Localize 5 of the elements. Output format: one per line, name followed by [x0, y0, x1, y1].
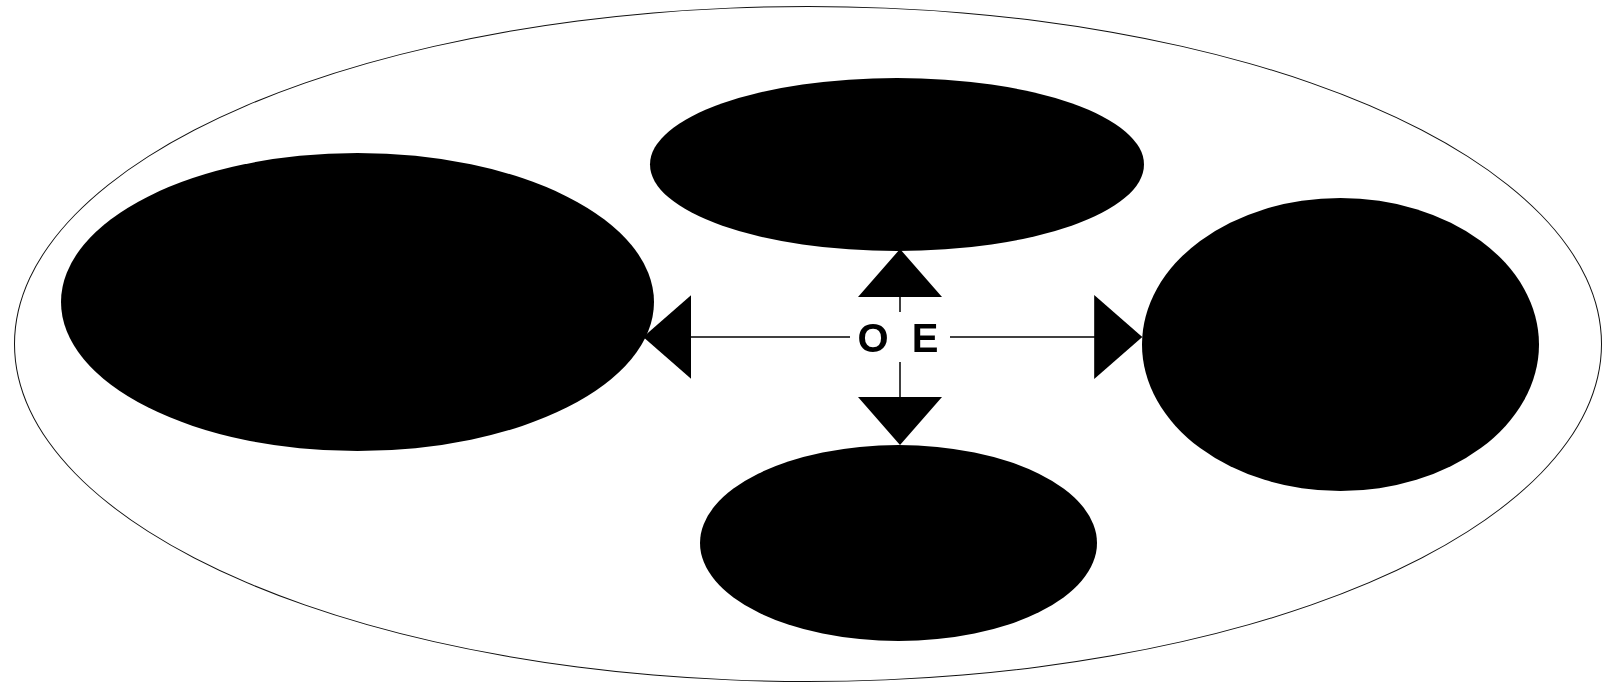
arrow — [643, 295, 851, 379]
center-label: O E — [857, 315, 945, 361]
arrow — [858, 361, 942, 445]
arrow — [858, 249, 942, 313]
arrow — [949, 295, 1143, 379]
